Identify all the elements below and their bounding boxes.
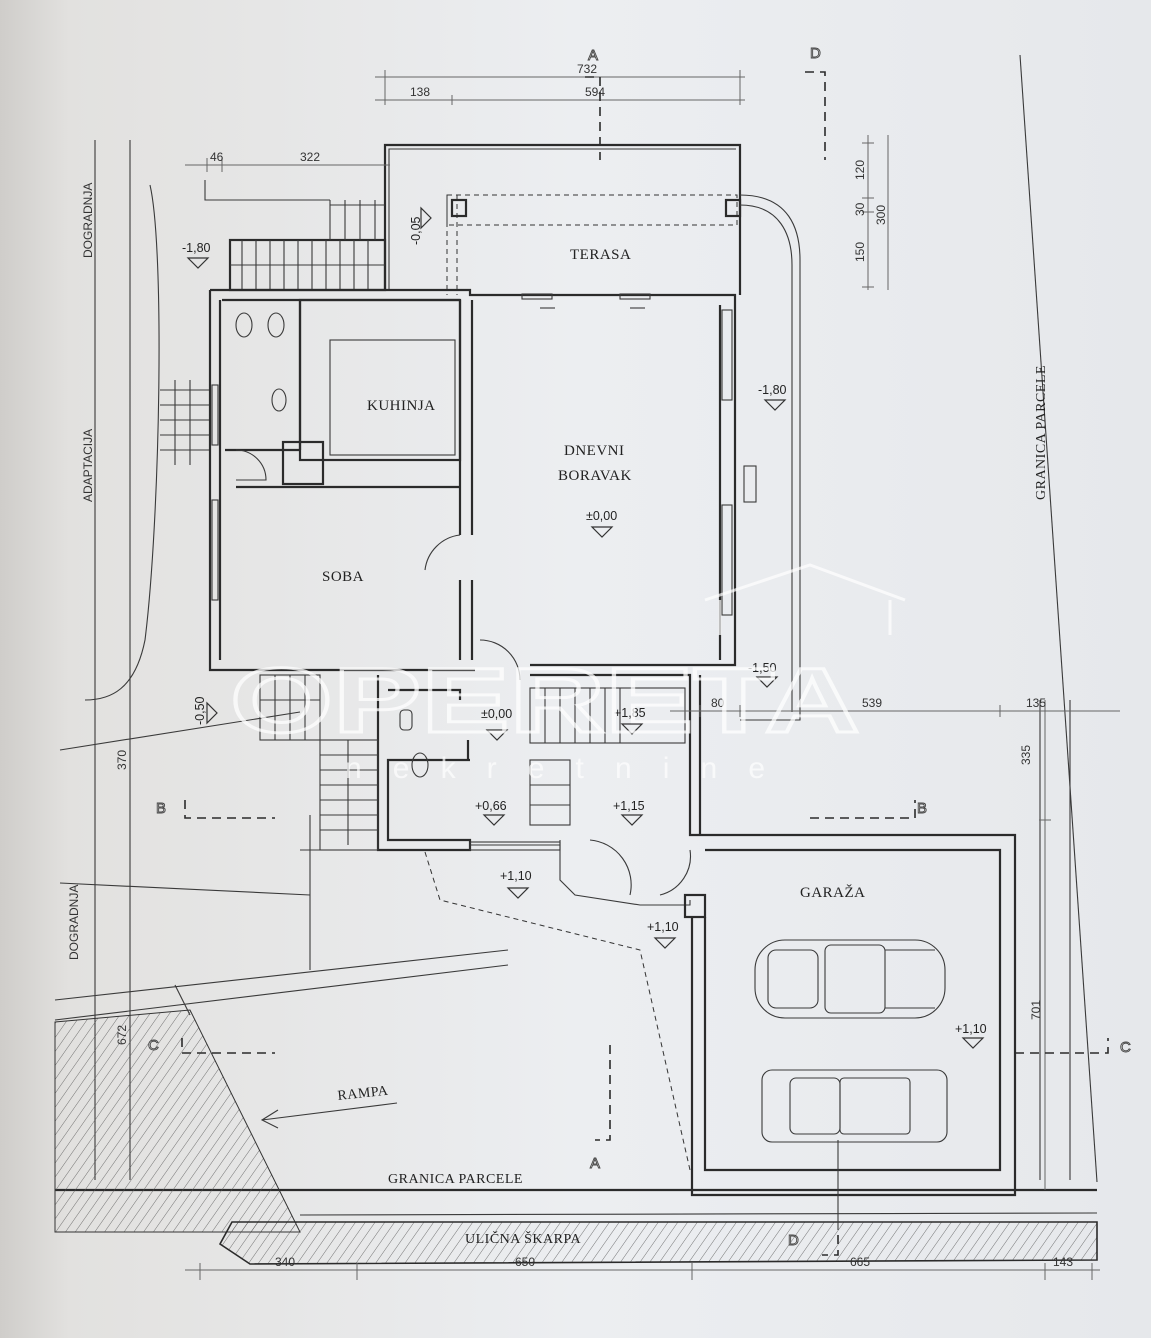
extension-label-bottom: DOGRADNJA bbox=[67, 885, 81, 960]
room-label-living-1: DNEVNI bbox=[564, 443, 625, 459]
watermark-brand: OPERETA bbox=[230, 650, 860, 752]
dim-side-120: 120 bbox=[853, 160, 867, 180]
ramp-label: RAMPA bbox=[337, 1084, 390, 1104]
dim-bottom-340: 340 bbox=[275, 1255, 295, 1269]
level-marker-icons bbox=[186, 206, 985, 1049]
dim-bottom-665: 665 bbox=[850, 1255, 870, 1269]
dim-side-30: 30 bbox=[853, 202, 867, 216]
section-marker-c-left: C bbox=[148, 1037, 159, 1054]
dim-bottom-650: 650 bbox=[515, 1255, 535, 1269]
dim-top-left: 138 bbox=[410, 85, 430, 99]
dim-bottom-143: 143 bbox=[1053, 1255, 1073, 1269]
level-stairs-left: -1,80 bbox=[182, 241, 211, 255]
dim-top-right: 594 bbox=[585, 85, 605, 99]
level-entry: +1,15 bbox=[613, 799, 645, 813]
dim-side-300: 300 bbox=[874, 205, 888, 225]
room-label-terrace: TERASA bbox=[570, 247, 631, 263]
boundary-label-right: GRANICA PARCELE bbox=[1034, 365, 1049, 500]
dim-side-150: 150 bbox=[853, 242, 867, 262]
dim-mid-539: 539 bbox=[862, 696, 882, 710]
dim-right-335: 335 bbox=[1019, 745, 1033, 765]
level-garage: +1,10 bbox=[955, 1022, 987, 1036]
car-top bbox=[754, 939, 946, 1019]
house-walls bbox=[208, 288, 757, 681]
dim-left-a: 46 bbox=[210, 150, 224, 164]
level-door: +1,10 bbox=[647, 920, 679, 934]
extension-label-top: DOGRADNJA bbox=[81, 183, 95, 258]
room-label-kitchen: KUHINJA bbox=[367, 398, 436, 414]
lower-block bbox=[259, 673, 707, 1171]
car-bottom bbox=[761, 1069, 948, 1230]
section-marker-a-bottom: A bbox=[590, 1155, 600, 1172]
section-marker-a-top: A bbox=[588, 47, 598, 64]
street-slope-band bbox=[218, 1221, 1098, 1265]
dim-mid-135: 135 bbox=[1026, 696, 1046, 710]
level-left-lower: -0,50 bbox=[193, 696, 207, 725]
dim-left-672: 672 bbox=[115, 1025, 129, 1045]
ramp-arrow-icon bbox=[260, 1102, 398, 1129]
dim-mid-80: 80 bbox=[711, 696, 725, 710]
level-step: +0,66 bbox=[475, 799, 507, 813]
room-label-living-2: BORAVAK bbox=[558, 468, 632, 484]
room-label-garage: GARAŽA bbox=[800, 884, 866, 901]
level-right-lower: -1,50 bbox=[748, 661, 777, 675]
dim-left-370: 370 bbox=[115, 750, 129, 770]
level-terrace: -0,05 bbox=[409, 216, 423, 245]
boundary-label-bottom: GRANICA PARCELE bbox=[388, 1172, 523, 1187]
garage bbox=[690, 833, 1017, 1230]
dimension-lines bbox=[185, 70, 1120, 1280]
section-marker-b-right: B bbox=[917, 800, 927, 817]
section-lines bbox=[181, 71, 1109, 1256]
section-marker-b-left: B bbox=[156, 800, 166, 817]
watermark-house-icon bbox=[704, 563, 906, 635]
level-landing: +1,85 bbox=[614, 706, 646, 720]
section-marker-d-top: D bbox=[810, 45, 821, 62]
level-hall: ±0,00 bbox=[481, 707, 512, 721]
dim-top-total: 732 bbox=[577, 62, 597, 76]
street-slope-label: ULIČNA ŠKARPA bbox=[465, 1230, 581, 1247]
section-marker-c-right: C bbox=[1120, 1039, 1131, 1056]
level-right-side: -1,80 bbox=[758, 383, 787, 397]
room-label-room: SOBA bbox=[322, 569, 364, 585]
adaptation-label: ADAPTACIJA bbox=[81, 429, 95, 502]
dim-left-b: 322 bbox=[300, 150, 320, 164]
level-yard: +1,10 bbox=[500, 869, 532, 883]
terrace bbox=[383, 143, 801, 721]
section-marker-d-bottom: D bbox=[788, 1232, 799, 1249]
dim-right-701: 701 bbox=[1029, 1000, 1043, 1020]
level-living: ±0,00 bbox=[586, 509, 617, 523]
